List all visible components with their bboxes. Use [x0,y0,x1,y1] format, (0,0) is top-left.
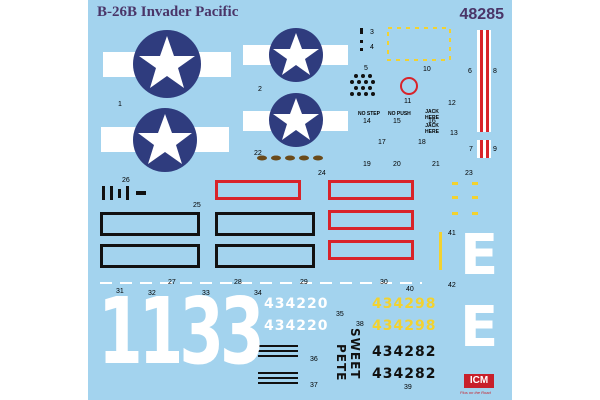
data-block-text-lines [258,345,298,384]
decal-number-36: 36 [310,356,318,363]
serial-black-1: 434282 [372,344,437,360]
decal-number-1: 1 [118,101,122,108]
decal-number-6: 6 [468,68,472,75]
serial-black-2: 434282 [372,366,437,382]
black-bar-marks [102,186,146,200]
tail-number-large: 1133 [98,278,265,385]
decal-number-9: 9 [493,146,497,153]
decal-number-2: 2 [258,86,262,93]
decal-number-5: 5 [364,65,368,72]
red-outline-panel-3 [328,210,414,230]
serial-yellow-1: 434298 [372,296,437,312]
roundel-star-bar-4 [243,93,348,147]
nose-art-pete: PETE [334,344,348,382]
stencil-jack-here-1: JACK HERE [425,109,439,121]
decal-number-27: 27 [168,279,176,286]
roundel-star-bar-2 [243,28,348,82]
brown-oval-markings [257,155,323,161]
decal-number-37: 37 [310,382,318,389]
decal-number-14: 14 [363,118,371,125]
small-stencil-marks [360,28,363,51]
decal-number-31: 31 [116,288,124,295]
rivet-dot-cluster [350,74,375,96]
stencil-no-push: NO PUSH [388,111,411,117]
nose-art-sweet: SWEET [348,328,362,380]
yellow-small-stencils [452,182,478,215]
black-outline-panel-2 [215,212,315,236]
icm-logo: ICM [464,374,494,388]
decal-number-34: 34 [254,290,262,297]
decal-number-38: 38 [356,321,364,328]
stencil-jack-here-2: JACK HERE [425,123,439,135]
decal-number-21: 21 [432,161,440,168]
serial-white-1: 434220 [264,296,329,312]
decal-number-10: 10 [423,66,431,73]
stencil-no-step: NO STEP [358,111,380,117]
decal-number-39: 39 [404,384,412,391]
decal-number-11: 11 [404,98,412,105]
code-letter-e-2: E [460,295,499,360]
decal-number-4: 4 [370,44,374,51]
decal-number-18: 18 [418,139,426,146]
red-circle-marking [400,77,418,95]
decal-number-33: 33 [202,290,210,297]
decal-number-24: 24 [318,170,326,177]
sheet-title: B-26B Invader Pacific [97,4,239,20]
roundel-star-bar-3 [101,108,229,172]
yellow-vertical-stencil [439,232,442,270]
decal-number-12: 12 [448,100,456,107]
decal-number-16: 16 [428,118,436,125]
decal-number-20: 20 [393,161,401,168]
serial-yellow-2: 434298 [372,318,437,334]
black-outline-panel-1 [100,212,200,236]
logo-tagline: Plus on the Road [460,390,491,395]
decal-number-29: 29 [300,279,308,286]
decal-number-41: 41 [448,230,456,237]
yellow-walkway-outline [387,27,451,61]
decal-number-3: 3 [370,29,374,36]
sheet-number: 48285 [459,6,505,23]
code-letter-e-1: E [460,223,499,288]
decal-number-19: 19 [363,161,371,168]
decal-number-22: 22 [254,150,262,157]
decal-number-25: 25 [193,202,201,209]
black-outline-panel-4 [215,244,315,268]
decal-number-23: 23 [465,170,473,177]
red-outline-panel-2 [328,180,414,200]
decal-number-13: 13 [450,130,458,137]
decal-number-26: 26 [122,177,130,184]
decal-number-15: 15 [393,118,401,125]
decal-number-17: 17 [378,139,386,146]
decal-number-30: 30 [380,279,388,286]
decal-number-35: 35 [336,311,344,318]
decal-number-40: 40 [406,286,414,293]
red-outline-panel-1 [215,180,301,200]
serial-white-2: 434220 [264,318,329,334]
roundels-layer [100,27,491,384]
black-outline-panel-3 [100,244,200,268]
roundel-star-bar-1 [103,30,231,98]
tail-stripes [477,30,491,158]
decal-number-42: 42 [448,282,456,289]
red-outline-panel-4 [328,240,414,260]
decal-number-28: 28 [234,279,242,286]
decal-number-7: 7 [469,146,473,153]
decal-number-8: 8 [493,68,497,75]
decal-sheet: B-26B Invader Pacific 48285 [88,0,512,400]
decal-number-32: 32 [148,290,156,297]
